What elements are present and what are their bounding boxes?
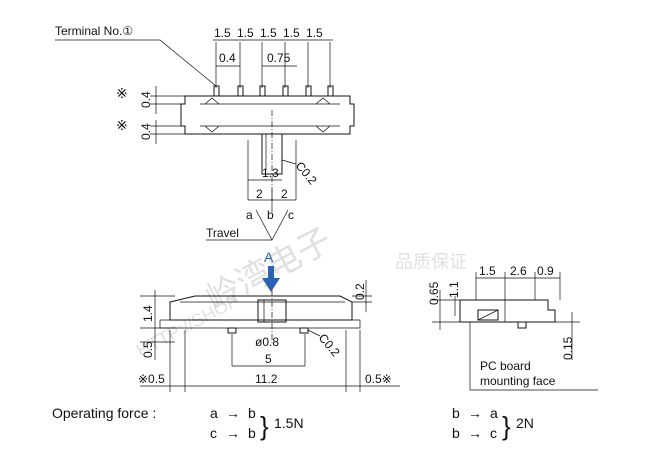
force-row4-arrow: → [468, 425, 482, 441]
marker-lower: ※ [116, 117, 128, 133]
dim-right-edge: 0.5※ [365, 372, 392, 386]
pitch-2: 1.5 [237, 26, 254, 40]
side-dim-1: 1.5 [479, 264, 496, 278]
dim-lower: 0.4 [139, 123, 153, 140]
dim-top-right: 0.2 [353, 283, 367, 300]
force-row1-to: b [248, 405, 256, 421]
pin-extension-lines [215, 42, 331, 88]
dim-lower-left: 0.5 [141, 341, 155, 358]
force-row1-from: a [210, 405, 218, 421]
pitch-5: 1.5 [306, 26, 323, 40]
watermark-quality: 品质保证 [395, 252, 467, 272]
side-dim-left-inner: 1.1 [447, 281, 461, 298]
force-row3-to: a [490, 405, 498, 421]
force-brace-2: } [502, 411, 511, 441]
pos-c: c [288, 208, 294, 222]
top-view: Terminal No.① 1.5 1.5 1.5 1.5 1.5 0.4 0.… [55, 24, 355, 241]
force-row4-from: b [452, 425, 460, 441]
arrow-label: A [264, 249, 274, 265]
top-pins [213, 85, 334, 97]
pitch-labels: 1.5 1.5 1.5 1.5 1.5 [214, 26, 323, 40]
force-value-1: 1.5N [274, 415, 304, 431]
terminal-leader [55, 39, 217, 87]
operating-force: Operating force : a → b c → b } 1.5N b →… [52, 405, 534, 441]
side-body [459, 299, 556, 323]
top-body-outline [180, 95, 355, 135]
view-arrow-a: A [262, 249, 280, 292]
dim-pin-dia: ø0.8 [255, 335, 279, 349]
travel-right: 2 [281, 187, 288, 201]
dim-overall: 11.2 [255, 372, 278, 386]
watermark: 岭湾电子 品质保证 HTTP://SHOP [133, 221, 467, 361]
pitch-3: 1.5 [260, 26, 277, 40]
force-title: Operating force : [52, 405, 156, 421]
pos-b: b [267, 208, 274, 222]
pcb-label-2: mounting face [480, 374, 556, 388]
side-dim-right: 0.15 [561, 336, 575, 360]
marker-upper: ※ [116, 85, 128, 101]
side-dim-2: 2.6 [510, 264, 527, 278]
arrow-down-icon [262, 278, 280, 292]
force-row1-arrow: → [226, 405, 240, 421]
force-brace-1: } [260, 411, 269, 441]
pcb-leader [469, 322, 598, 391]
chamfer-front: C0.2 [316, 331, 343, 360]
side-view: 1.5 2.6 0.9 0.65 1.1 0.15 PC board mount… [427, 264, 598, 391]
side-dim-left-outer: 0.65 [427, 281, 441, 305]
dim-left-edge: ※0.5 [138, 372, 165, 386]
force-value-2: 2N [516, 415, 534, 431]
pcb-label-1: PC board [480, 359, 531, 373]
force-row3-from: b [452, 405, 460, 421]
dim-center: 0.75 [267, 51, 291, 65]
dim-upper: 0.4 [139, 91, 153, 108]
side-dim-3: 0.9 [537, 264, 554, 278]
terminal-label: Terminal No.① [55, 24, 133, 38]
travel-left: 2 [256, 187, 263, 201]
chamfer-top: C0.2 [293, 159, 320, 188]
left-dims: 0.4 0.4 ※ ※ [116, 85, 185, 144]
dim-center-front: 5 [265, 352, 272, 366]
dim-actuator: 1.3 [262, 166, 279, 180]
force-row2-arrow: → [226, 425, 240, 441]
front-actuator [257, 299, 287, 323]
pos-a: a [246, 208, 253, 222]
pitch-1: 1.5 [214, 26, 231, 40]
pitch-4: 1.5 [283, 26, 300, 40]
travel-label: Travel [206, 226, 239, 240]
dim-height: 1.4 [141, 305, 155, 322]
force-row3-arrow: → [468, 405, 482, 421]
force-row4-to: c [490, 425, 497, 441]
force-row2-to: b [248, 425, 256, 441]
force-row2-from: c [210, 425, 217, 441]
dim-pin-width: 0.4 [219, 51, 236, 65]
